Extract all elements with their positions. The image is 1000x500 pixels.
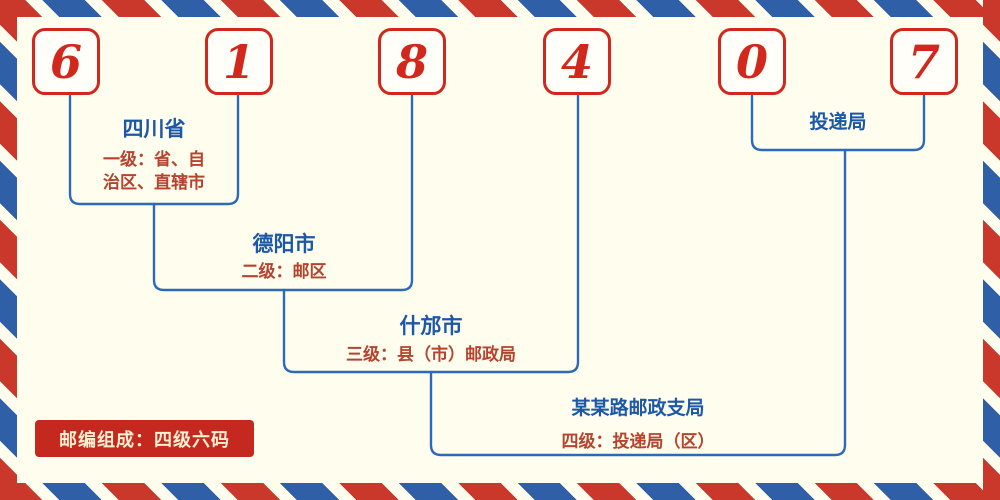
airmail-border-bottom bbox=[0, 483, 1000, 500]
airmail-border-right bbox=[983, 0, 1000, 500]
delivery-office-label: 投递局 bbox=[809, 111, 867, 133]
level3-place-label: 什邡市 bbox=[399, 314, 463, 338]
digit-box-6: 7 bbox=[890, 28, 958, 95]
postal-digit-3: 8 bbox=[395, 34, 428, 89]
level1-desc-line2: 治区、直辖市 bbox=[103, 173, 205, 193]
postal-digit-1: 6 bbox=[49, 34, 82, 89]
postal-digit-5: 0 bbox=[735, 34, 768, 89]
airmail-border-top bbox=[0, 0, 1000, 17]
postal-digit-2: 1 bbox=[222, 34, 255, 89]
airmail-border-left bbox=[0, 0, 17, 500]
digit-box-1: 6 bbox=[32, 28, 100, 95]
postal-digit-6: 7 bbox=[907, 34, 940, 89]
level1-desc-line1: 一级：省、自 bbox=[103, 150, 205, 170]
postcode-composition-note: 邮编组成：四级六码 bbox=[35, 420, 254, 457]
level4-place-label: 某某路邮政支局 bbox=[571, 397, 705, 419]
digit-box-3: 8 bbox=[378, 28, 446, 95]
digit-box-2: 1 bbox=[205, 28, 273, 95]
level2-desc: 二级：邮区 bbox=[241, 262, 327, 282]
level4-desc: 四级：投递局（区） bbox=[561, 432, 715, 452]
level4-bracket bbox=[429, 148, 847, 457]
postal-digit-4: 4 bbox=[560, 34, 593, 89]
digit-box-4: 4 bbox=[543, 28, 611, 95]
level3-desc: 三级：县（市）邮政局 bbox=[346, 345, 516, 365]
delivery-office-bracket bbox=[750, 94, 926, 152]
level2-place-label: 德阳市 bbox=[252, 232, 316, 256]
level1-place-label: 四川省 bbox=[122, 117, 186, 141]
digit-box-5: 0 bbox=[718, 28, 786, 95]
